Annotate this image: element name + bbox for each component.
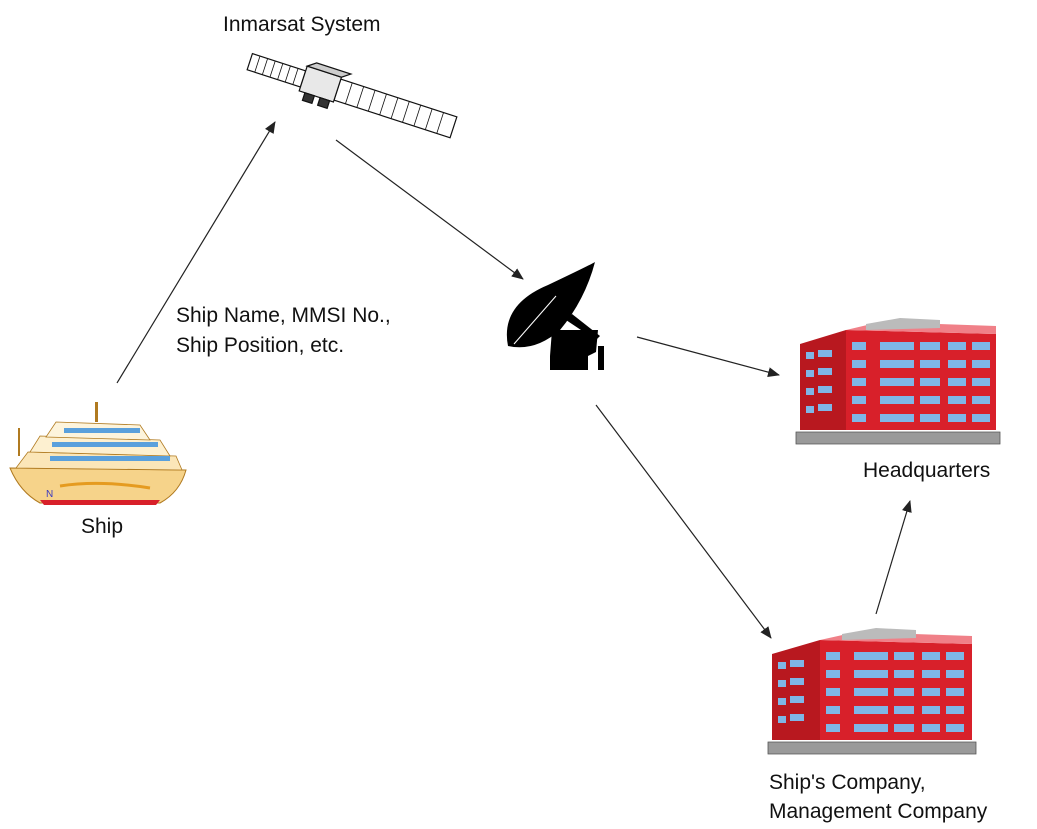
earth-station-dish-icon [506, 262, 604, 370]
message-label-line1: Ship Name, MMSI No., [176, 304, 391, 327]
headquarters-label: Headquarters [863, 459, 991, 482]
arrow-station-to-company [595, 404, 772, 639]
arrow-satellite-to-station [335, 139, 524, 280]
satellite-icon [246, 52, 458, 139]
arrow-station-to-headquarters [636, 336, 780, 377]
headquarters-building-icon [795, 318, 1001, 445]
message-label-line2: Ship Position, etc. [176, 334, 345, 357]
arrow-company-to-headquarters [875, 500, 912, 615]
satellite-label: Inmarsat System [223, 13, 381, 36]
ship-label: Ship [81, 515, 124, 538]
company-building-icon [767, 628, 977, 755]
ship-icon: N [9, 402, 187, 505]
company-label-line2: Management Company [769, 800, 988, 823]
arrow-ship-to-satellite [116, 121, 276, 384]
svg-text:N: N [46, 489, 53, 500]
company-label-line1: Ship's Company, [769, 771, 926, 794]
